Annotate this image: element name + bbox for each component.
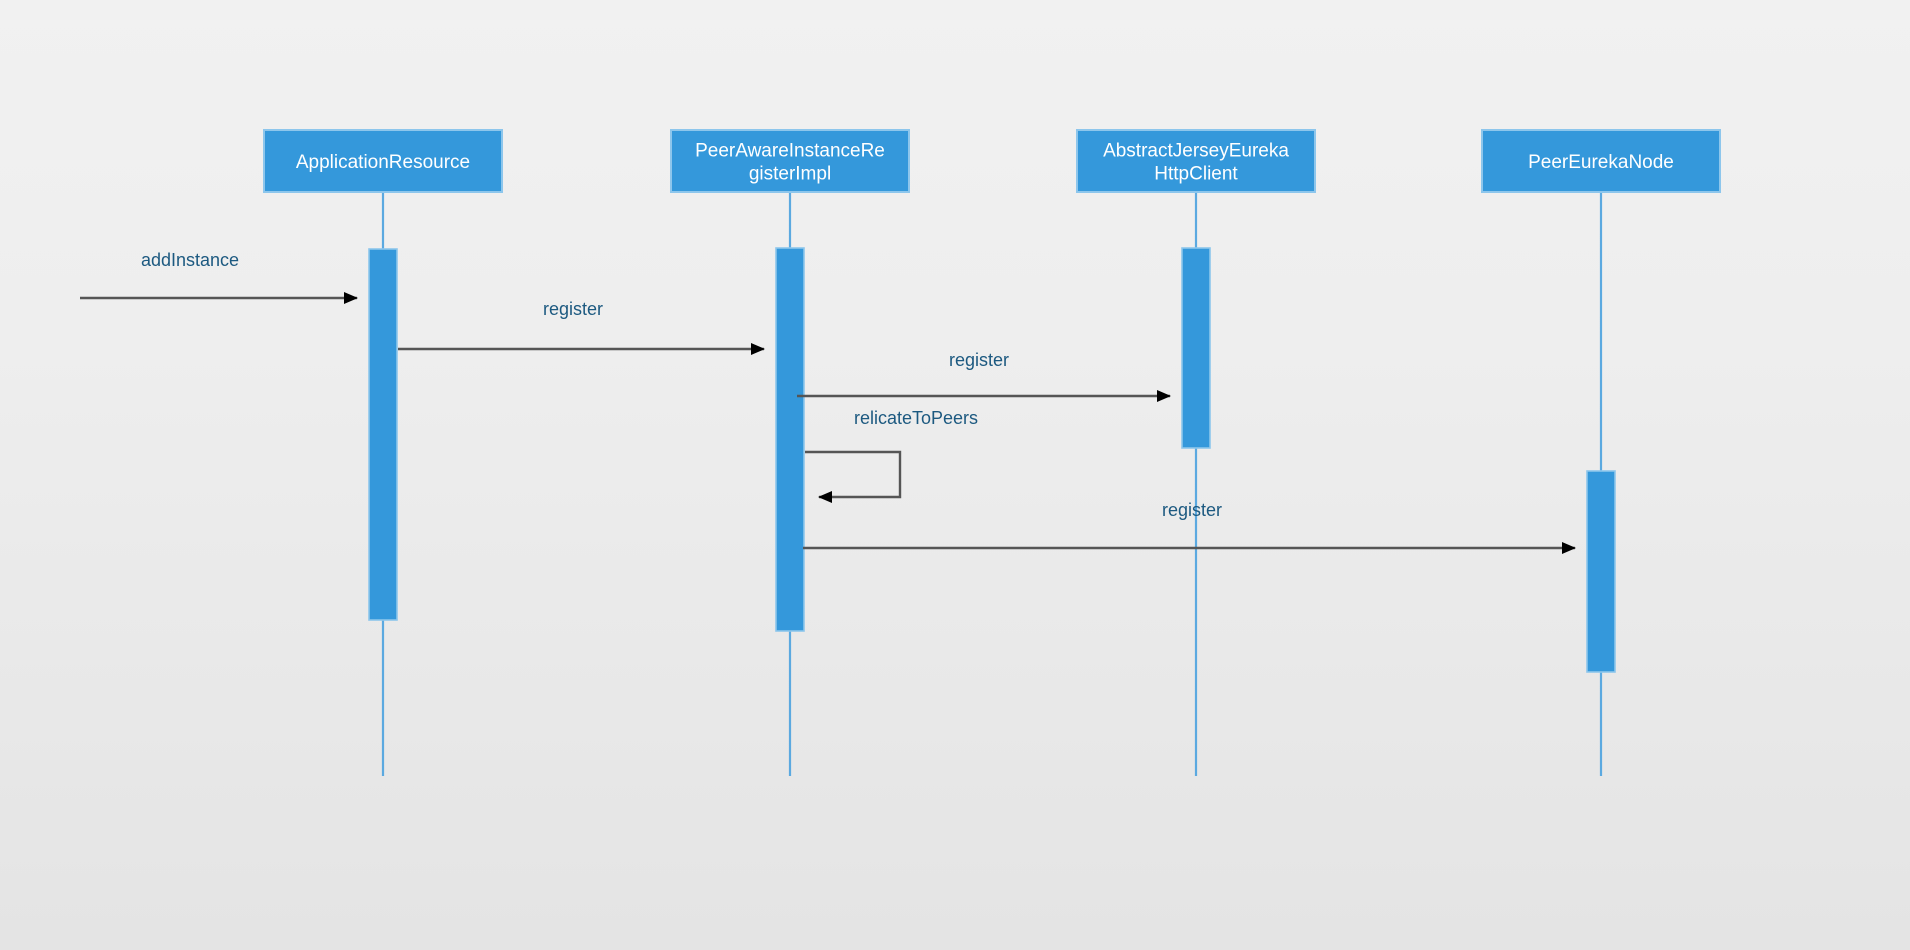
participant-label-abstract-jersey-eureka-http-client: HttpClient (1154, 164, 1238, 185)
participant-boxes-layer: ApplicationResource PeerAwareInstanceRegi… (263, 129, 1721, 193)
participant-label-peer-aware-instance-register-impl: gisterImpl (749, 164, 831, 185)
participant-peer-eureka-node[interactable]: PeerEurekaNode (1481, 129, 1721, 193)
participant-box-peer-aware-instance-register-impl[interactable] (670, 129, 910, 193)
message-msg-register-to-peer-node[interactable]: register (803, 500, 1576, 554)
participant-label-peer-aware-instance-register-impl: PeerAwareInstanceRe (695, 141, 885, 162)
message-arrow-msg-relicate-to-peers (805, 450, 902, 503)
message-msg-register-to-registry[interactable]: register (398, 299, 765, 355)
messages-layer: addInstance register register relicateToPee… (80, 250, 1576, 554)
participant-box-peer-eureka-node[interactable] (1481, 129, 1721, 193)
participant-application-resource[interactable]: ApplicationResource (263, 129, 503, 193)
message-label-msg-relicate-to-peers: relicateToPeers (854, 408, 978, 428)
activation-bar-peer-aware-instance-register-impl (775, 247, 805, 632)
activation-bar-application-resource (368, 248, 398, 621)
message-msg-register-to-http-client[interactable]: register (797, 350, 1171, 402)
activation-bars-layer (368, 247, 1616, 673)
participant-box-application-resource[interactable] (263, 129, 503, 193)
message-msg-add-instance[interactable]: addInstance (80, 250, 358, 304)
message-label-msg-register-to-registry: register (543, 299, 603, 319)
activation-bar-abstract-jersey-eureka-http-client (1181, 247, 1211, 449)
activation-bar-peer-eureka-node (1586, 470, 1616, 673)
participant-label-abstract-jersey-eureka-http-client: AbstractJerseyEureka (1103, 141, 1289, 162)
participant-label-application-resource: ApplicationResource (296, 152, 470, 173)
message-msg-relicate-to-peers[interactable]: relicateToPeers (805, 408, 978, 503)
lifelines-layer (381, 192, 1603, 776)
message-label-msg-register-to-http-client: register (949, 350, 1009, 370)
participant-box-abstract-jersey-eureka-http-client[interactable] (1076, 129, 1316, 193)
message-label-msg-add-instance: addInstance (141, 250, 239, 270)
message-label-msg-register-to-peer-node: register (1162, 500, 1222, 520)
participant-label-peer-eureka-node: PeerEurekaNode (1528, 152, 1674, 173)
